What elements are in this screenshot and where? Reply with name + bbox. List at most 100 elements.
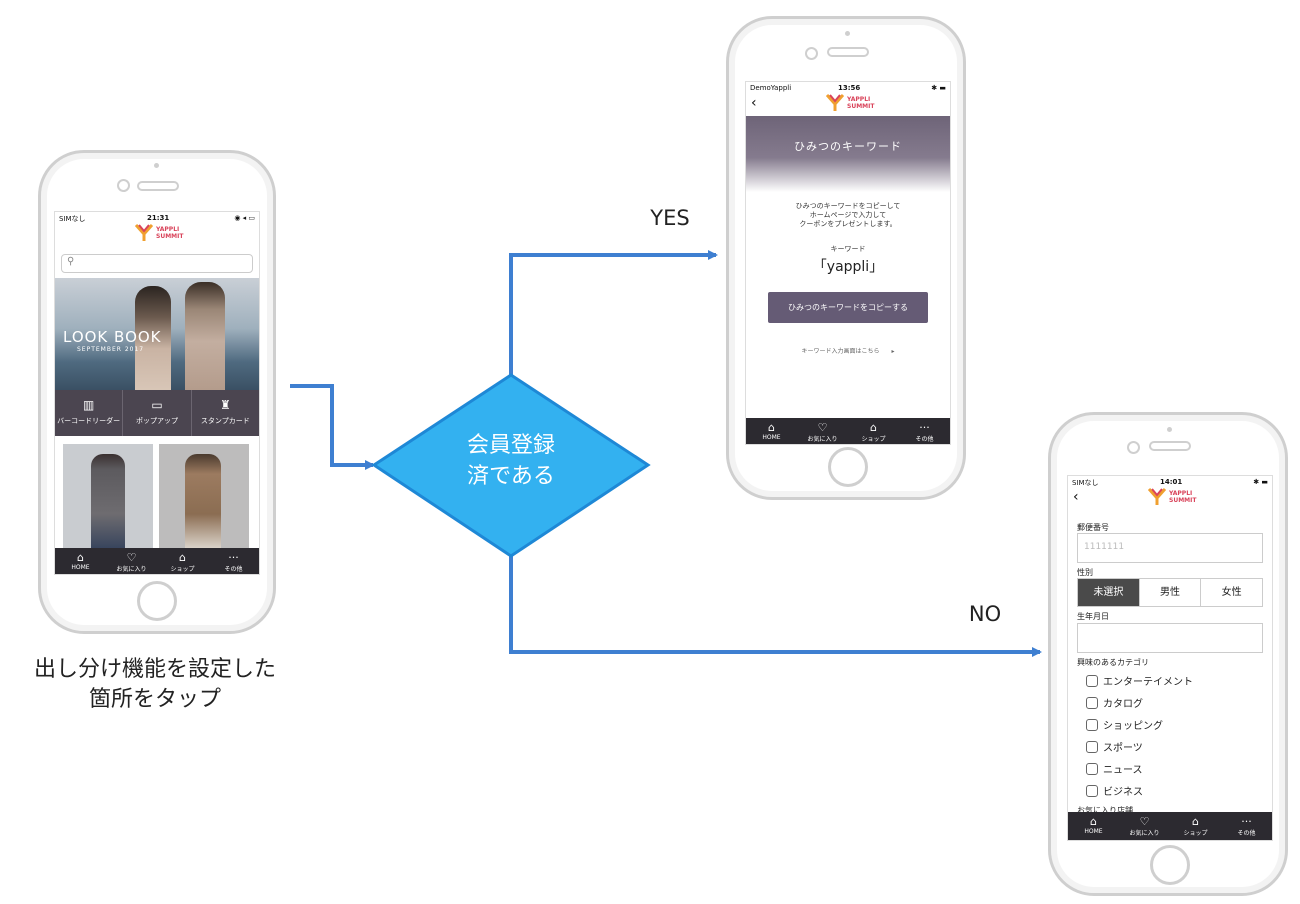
gender-option-unselected[interactable]: 未選択 — [1078, 579, 1140, 606]
tab-shop[interactable]: ⌂ショップ — [848, 418, 899, 444]
category-text: ニュース — [1103, 765, 1143, 776]
category-checkbox-sports[interactable]: スポーツ — [1086, 739, 1143, 754]
search-icon: ⚲ — [67, 256, 75, 267]
logo-line-1: YAPPLI — [1169, 490, 1193, 497]
keyword-input-link[interactable]: キーワード入力画面はこちら ▸ — [746, 346, 950, 355]
logo-line-1: YAPPLI — [156, 226, 180, 233]
product-photo-2[interactable] — [159, 444, 249, 554]
tab-home-label: HOME — [71, 564, 90, 571]
tab-favorites-label: お気に入り — [1129, 830, 1160, 837]
tab-shop-label: ショップ — [861, 436, 886, 443]
home-icon: ⌂ — [768, 421, 775, 434]
category-text: カタログ — [1103, 699, 1143, 710]
status-bar: SIMなし 14:01 ✱ ▬ — [1068, 476, 1272, 488]
home-icon: ⌂ — [1090, 815, 1097, 828]
category-checkbox-catalog[interactable]: カタログ — [1086, 695, 1143, 710]
tab-more[interactable]: ···その他 — [1221, 812, 1272, 840]
postal-field[interactable]: 1111111 — [1077, 533, 1263, 563]
arrow-start-to-decision — [290, 384, 375, 470]
category-checkbox-entertainment[interactable]: エンターテイメント — [1086, 673, 1193, 688]
tab-shop-label: ショップ — [1183, 830, 1208, 837]
category-label: 興味のあるカテゴリ — [1077, 658, 1149, 667]
icon-button-row: ▥バーコードリーダー ▭ポップアップ ♜スタンプカード — [55, 390, 259, 436]
tab-home[interactable]: ⌂HOME — [746, 418, 797, 444]
category-text: スポーツ — [1103, 743, 1143, 754]
logo-mark-icon — [1148, 488, 1166, 505]
desc-line-2: ホームページで入力して — [809, 211, 887, 219]
battery-icon: ✱ ▬ — [1253, 478, 1268, 486]
category-checkbox-shopping[interactable]: ショッピング — [1086, 717, 1163, 732]
gender-label: 性別 — [1077, 568, 1093, 577]
tab-favorites[interactable]: ♡ お気に入り — [106, 548, 157, 574]
phone-home-button[interactable] — [1150, 845, 1190, 885]
start-caption-line-1: 出し分け機能を設定した — [33, 657, 276, 682]
phone-home-button[interactable] — [137, 581, 177, 621]
tab-shop[interactable]: ⌂ ショップ — [157, 548, 208, 574]
link-text: キーワード入力画面はこちら — [801, 348, 880, 355]
time-text: 21:31 — [147, 214, 170, 222]
birthday-field[interactable] — [1077, 623, 1263, 653]
heart-icon: ♡ — [817, 421, 828, 434]
heart-icon: ♡ — [1139, 815, 1150, 828]
hero-subtitle: SEPTEMBER 2017 — [77, 346, 145, 353]
gender-option-male[interactable]: 男性 — [1140, 579, 1202, 606]
shop-icon: ⌂ — [179, 551, 186, 564]
tab-favorites[interactable]: ♡ お気に入り — [797, 418, 848, 444]
start-caption-line-2: 箇所をタップ — [88, 687, 221, 712]
tab-home-label: HOME — [1084, 828, 1103, 835]
favorite-store-label: お気に入り店舗 — [1077, 806, 1133, 815]
search-input[interactable]: ⚲ — [61, 254, 253, 273]
tab-home[interactable]: ⌂HOME — [55, 548, 106, 574]
stamp-button[interactable]: ♜スタンプカード — [192, 390, 259, 436]
tab-shop[interactable]: ⌂ショップ — [1170, 812, 1221, 840]
category-text: エンターテイメント — [1103, 677, 1193, 688]
stamp-icon: ♜ — [219, 398, 231, 412]
heart-icon: ♡ — [126, 551, 137, 564]
popup-button[interactable]: ▭ポップアップ — [123, 390, 192, 436]
time-text: 14:01 — [1160, 478, 1183, 486]
logo-mark-icon — [826, 94, 844, 111]
postal-label: 郵便番号 — [1077, 523, 1109, 532]
tab-favorites-label: お気に入り — [807, 436, 838, 443]
tab-favorites-label: お気に入り — [116, 566, 147, 573]
checkbox-icon — [1086, 718, 1098, 731]
arrow-no — [509, 553, 1042, 657]
battery-icon: ◉ ◂ ▭ — [234, 214, 255, 222]
tab-more-label: その他 — [224, 566, 243, 573]
decision-diamond — [371, 373, 651, 558]
more-icon: ··· — [919, 421, 930, 434]
photo-1-figure — [91, 454, 125, 554]
keyword-value: 「yappli」 — [812, 259, 884, 275]
tab-shop-label: ショップ — [170, 566, 195, 573]
product-photo-1[interactable] — [63, 444, 153, 554]
decision-line-2: 済である — [467, 464, 555, 489]
tab-home-label: HOME — [762, 434, 781, 441]
postal-placeholder: 1111111 — [1084, 542, 1125, 552]
phone-home-button[interactable] — [828, 447, 868, 487]
copy-keyword-button[interactable]: ひみつのキーワードをコピーする — [768, 292, 928, 323]
back-icon[interactable]: ‹ — [1073, 489, 1079, 505]
tab-favorites[interactable]: ♡ お気に入り — [1119, 812, 1170, 840]
hero-model-left — [135, 286, 171, 390]
checkbox-icon — [1086, 784, 1098, 797]
category-checkbox-business[interactable]: ビジネス — [1086, 783, 1143, 798]
barcode-button[interactable]: ▥バーコードリーダー — [55, 390, 124, 436]
tab-home[interactable]: ⌂HOME — [1068, 812, 1119, 840]
category-checkbox-news[interactable]: ニュース — [1086, 761, 1143, 776]
birthday-label: 生年月日 — [1077, 612, 1109, 621]
keyword-header: ひみつのキーワード — [746, 116, 950, 192]
decision-text: 会員登録 済である — [430, 430, 592, 492]
hero-banner[interactable]: LOOK BOOK SEPTEMBER 2017 — [55, 278, 259, 390]
status-bar: SIMなし 21:31 ◉ ◂ ▭ — [55, 212, 259, 224]
back-icon[interactable]: ‹ — [751, 95, 757, 111]
gender-option-female[interactable]: 女性 — [1221, 587, 1242, 598]
description: ひみつのキーワードをコピーして ホームページで入力して クーポンをプレゼントしま… — [746, 202, 950, 229]
tab-bar: ⌂HOME ♡お気に入り ⌂ショップ ···その他 — [1068, 812, 1272, 840]
tab-more[interactable]: ···その他 — [208, 548, 259, 574]
tab-more[interactable]: ···その他 — [899, 418, 950, 444]
